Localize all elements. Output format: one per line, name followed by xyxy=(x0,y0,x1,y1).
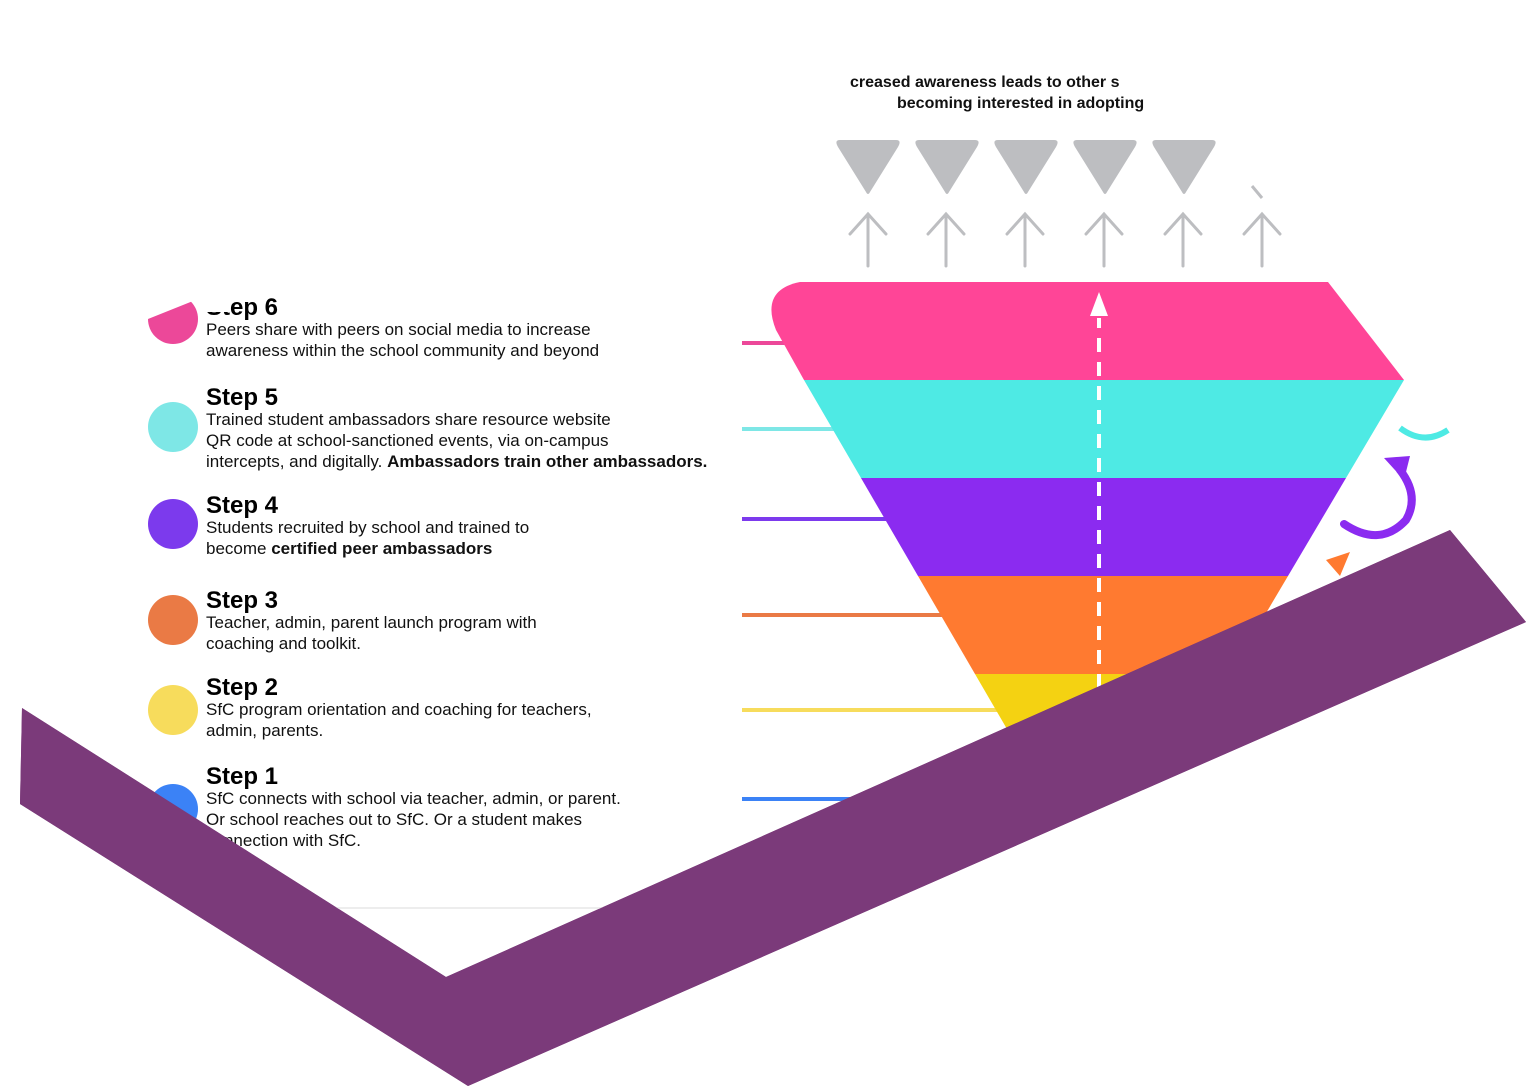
step-6: Step 6 Peers share with peers on social … xyxy=(148,294,798,364)
divider-line xyxy=(300,907,740,909)
step-1-line-3: connection with SfC. xyxy=(206,831,361,850)
arrow-up-icon xyxy=(1084,211,1124,268)
step-1-dot xyxy=(148,784,198,834)
step-5: Step 5 Trained student ambassadors share… xyxy=(148,384,798,474)
step-2-line-1: SfC program orientation and coaching for… xyxy=(206,700,592,719)
step-2: Step 2 SfC program orientation and coach… xyxy=(148,674,798,744)
step-5-title: Step 5 xyxy=(206,384,279,411)
step-4: Step 4 Students recruited by school and … xyxy=(148,492,798,562)
connector-step-6 xyxy=(742,341,802,345)
step-1-description: SfC connects with school via teacher, ad… xyxy=(206,788,621,851)
up-arrows xyxy=(848,211,1282,268)
arrow-up-icon xyxy=(1005,211,1045,268)
step-4-description: Students recruited by school and trained… xyxy=(206,517,529,559)
step-6-dot xyxy=(148,299,198,344)
step-5-line-1: Trained student ambassadors share resour… xyxy=(206,410,611,429)
step-1-title: Step 1 xyxy=(206,763,279,790)
step-5-line-3: intercepts, and digitally. xyxy=(206,452,388,471)
arrow-up-icon xyxy=(1163,211,1203,268)
step-3-line-1: Teacher, admin, parent launch program wi… xyxy=(206,613,537,632)
awareness-caption-line-2: becoming interested in adopting xyxy=(897,95,1145,112)
triangle-down-icon xyxy=(915,140,979,194)
step-6-line-1: Peers share with peers on social media t… xyxy=(206,320,591,339)
step-3-dot xyxy=(148,595,198,645)
step-1: Step 1 SfC connects with school via teac… xyxy=(148,763,798,855)
title-crop-mask xyxy=(200,290,230,312)
step-2-dot xyxy=(148,685,198,735)
step-3-description: Teacher, admin, parent launch program wi… xyxy=(206,612,537,654)
triangle-down-icon xyxy=(1073,140,1137,194)
step-1-line-1: SfC connects with school via teacher, ad… xyxy=(206,789,621,808)
step-3: Step 3 Teacher, admin, parent launch pro… xyxy=(148,587,798,657)
step-6-line-2: awareness within the school community an… xyxy=(206,341,600,360)
adoption-triangles xyxy=(836,140,1264,199)
awareness-caption: creased awareness leads to other s becom… xyxy=(850,72,1196,118)
funnel-band-5 xyxy=(804,380,1404,478)
triangle-down-icon xyxy=(1152,140,1216,194)
arrow-up-icon xyxy=(1242,211,1282,268)
step-5-dot xyxy=(148,402,198,452)
step-1-line-2: Or school reaches out to SfC. Or a stude… xyxy=(206,810,583,829)
step-4-title: Step 4 xyxy=(206,492,279,519)
step-4-dot xyxy=(148,499,198,549)
triangle-fragment xyxy=(1250,185,1264,199)
step-4-line-2: become xyxy=(206,539,272,558)
awareness-caption-line-1: creased awareness leads to other s xyxy=(850,74,1120,91)
step-5-line-2: QR code at school-sanctioned events, via… xyxy=(206,431,609,450)
step-5-description: Trained student ambassadors share resour… xyxy=(206,409,707,472)
step-5-bold-text: Ambassadors train other ambassadors. xyxy=(387,452,708,471)
funnel-band-6 xyxy=(771,282,1404,380)
step-2-title: Step 2 xyxy=(206,674,279,701)
arrow-up-icon xyxy=(926,211,966,268)
triangle-down-icon xyxy=(994,140,1058,194)
connector-step-5 xyxy=(742,427,842,431)
connector-step-4 xyxy=(742,517,892,521)
step-2-description: SfC program orientation and coaching for… xyxy=(206,699,592,741)
step-4-line-1: Students recruited by school and trained… xyxy=(206,518,530,537)
step-2-line-2: admin, parents. xyxy=(206,721,324,740)
step-3-line-2: coaching and toolkit. xyxy=(206,634,361,653)
arrow-up-icon xyxy=(848,211,888,268)
step-4-bold-text: certified peer ambassadors xyxy=(271,539,493,558)
step-3-title: Step 3 xyxy=(206,587,279,614)
step-6-description: Peers share with peers on social media t… xyxy=(206,319,599,361)
triangle-down-icon xyxy=(836,140,900,194)
funnel-band-4 xyxy=(861,478,1346,576)
